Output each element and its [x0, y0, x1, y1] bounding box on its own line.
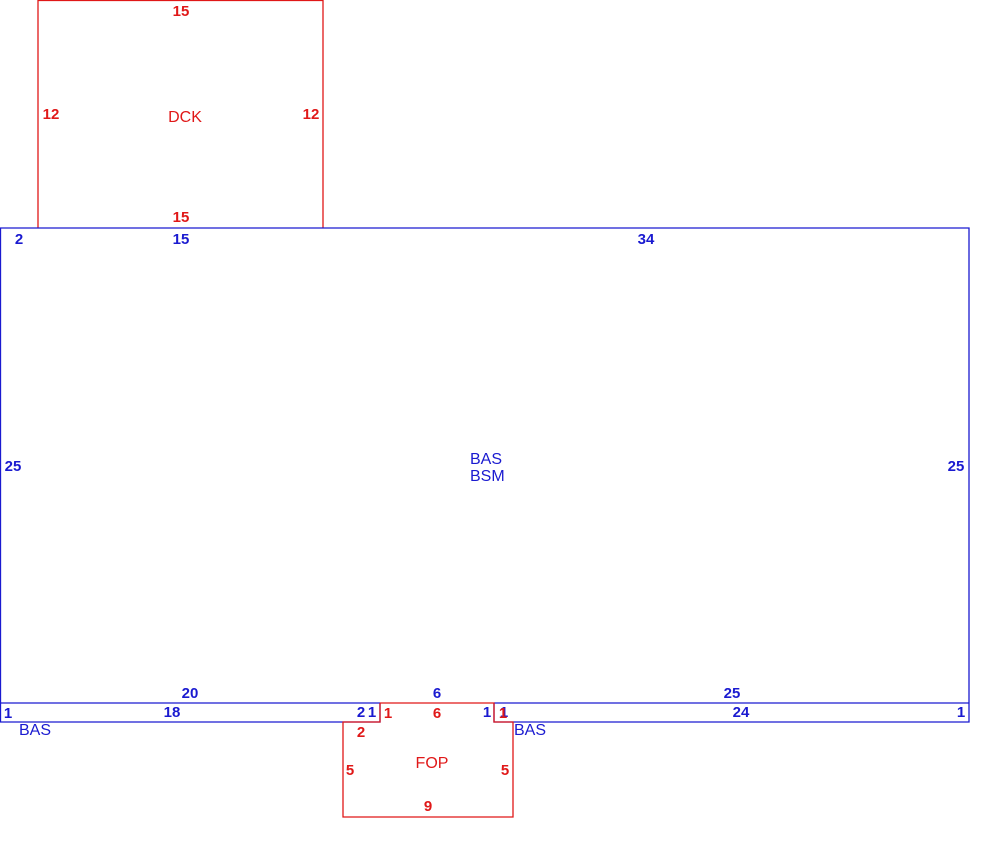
- main-dim-bottom-left: 20: [182, 685, 199, 702]
- left-strip-dim-right-a: 2: [357, 704, 365, 721]
- main-label-bsm: BSM: [470, 468, 505, 485]
- porch-dim-top: 6: [433, 705, 441, 722]
- left-strip-dim-bottom: 18: [164, 704, 181, 721]
- porch-dim-left: 5: [346, 762, 354, 779]
- porch-dim-top-right-b: 1: [499, 705, 507, 722]
- left-strip-dim-left: 1: [4, 705, 12, 722]
- left-strip-label: BAS: [19, 722, 51, 739]
- deck-dim-right: 12: [303, 106, 320, 123]
- main-label-bas: BAS: [470, 451, 502, 468]
- right-strip-area: BAS 1 24 1: [493, 703, 970, 739]
- porch-dim-bottom: 9: [424, 798, 432, 815]
- left-strip-dim-right-b: 1: [368, 704, 376, 721]
- main-dim-bottom-right: 25: [724, 685, 741, 702]
- main-outline: [0, 227, 970, 703]
- deck-outline: [37, 0, 324, 228]
- deck-dim-bottom: 15: [173, 209, 190, 226]
- right-strip-outline: [493, 703, 970, 723]
- porch-label: FOP: [416, 755, 449, 772]
- right-strip-dim-bottom: 24: [733, 704, 750, 721]
- porch-outline: [342, 702, 514, 818]
- porch-dim-top-right: 1: [483, 704, 491, 721]
- main-dim-corner-left: 2: [15, 231, 23, 248]
- right-strip-dim-left: 1: [500, 704, 508, 721]
- porch-dim-right: 5: [501, 762, 509, 779]
- porch-dim-left-top: 2: [357, 724, 365, 741]
- deck-dim-left: 12: [43, 106, 60, 123]
- main-dim-top-right: 34: [638, 231, 655, 248]
- porch-dim-top-left: 1: [384, 705, 392, 722]
- main-area: BAS BSM 2 15 34 25 25 20 6 25: [0, 227, 970, 704]
- main-dim-right: 25: [948, 458, 965, 475]
- porch-area: FOP 1 6 1 1 2 5 5 9: [342, 702, 514, 818]
- main-dim-top-left: 15: [173, 231, 190, 248]
- deck-area: DCK 15 12 12 15: [37, 0, 324, 228]
- main-dim-bottom-mid: 6: [433, 685, 441, 702]
- deck-dim-top: 15: [173, 3, 190, 20]
- right-strip-dim-right: 1: [957, 704, 965, 721]
- left-strip-area: BAS 1 18 2 1: [0, 703, 381, 739]
- main-dim-left: 25: [5, 458, 22, 475]
- left-strip-outline: [0, 703, 381, 723]
- deck-label: DCK: [168, 109, 202, 126]
- right-strip-label: BAS: [514, 722, 546, 739]
